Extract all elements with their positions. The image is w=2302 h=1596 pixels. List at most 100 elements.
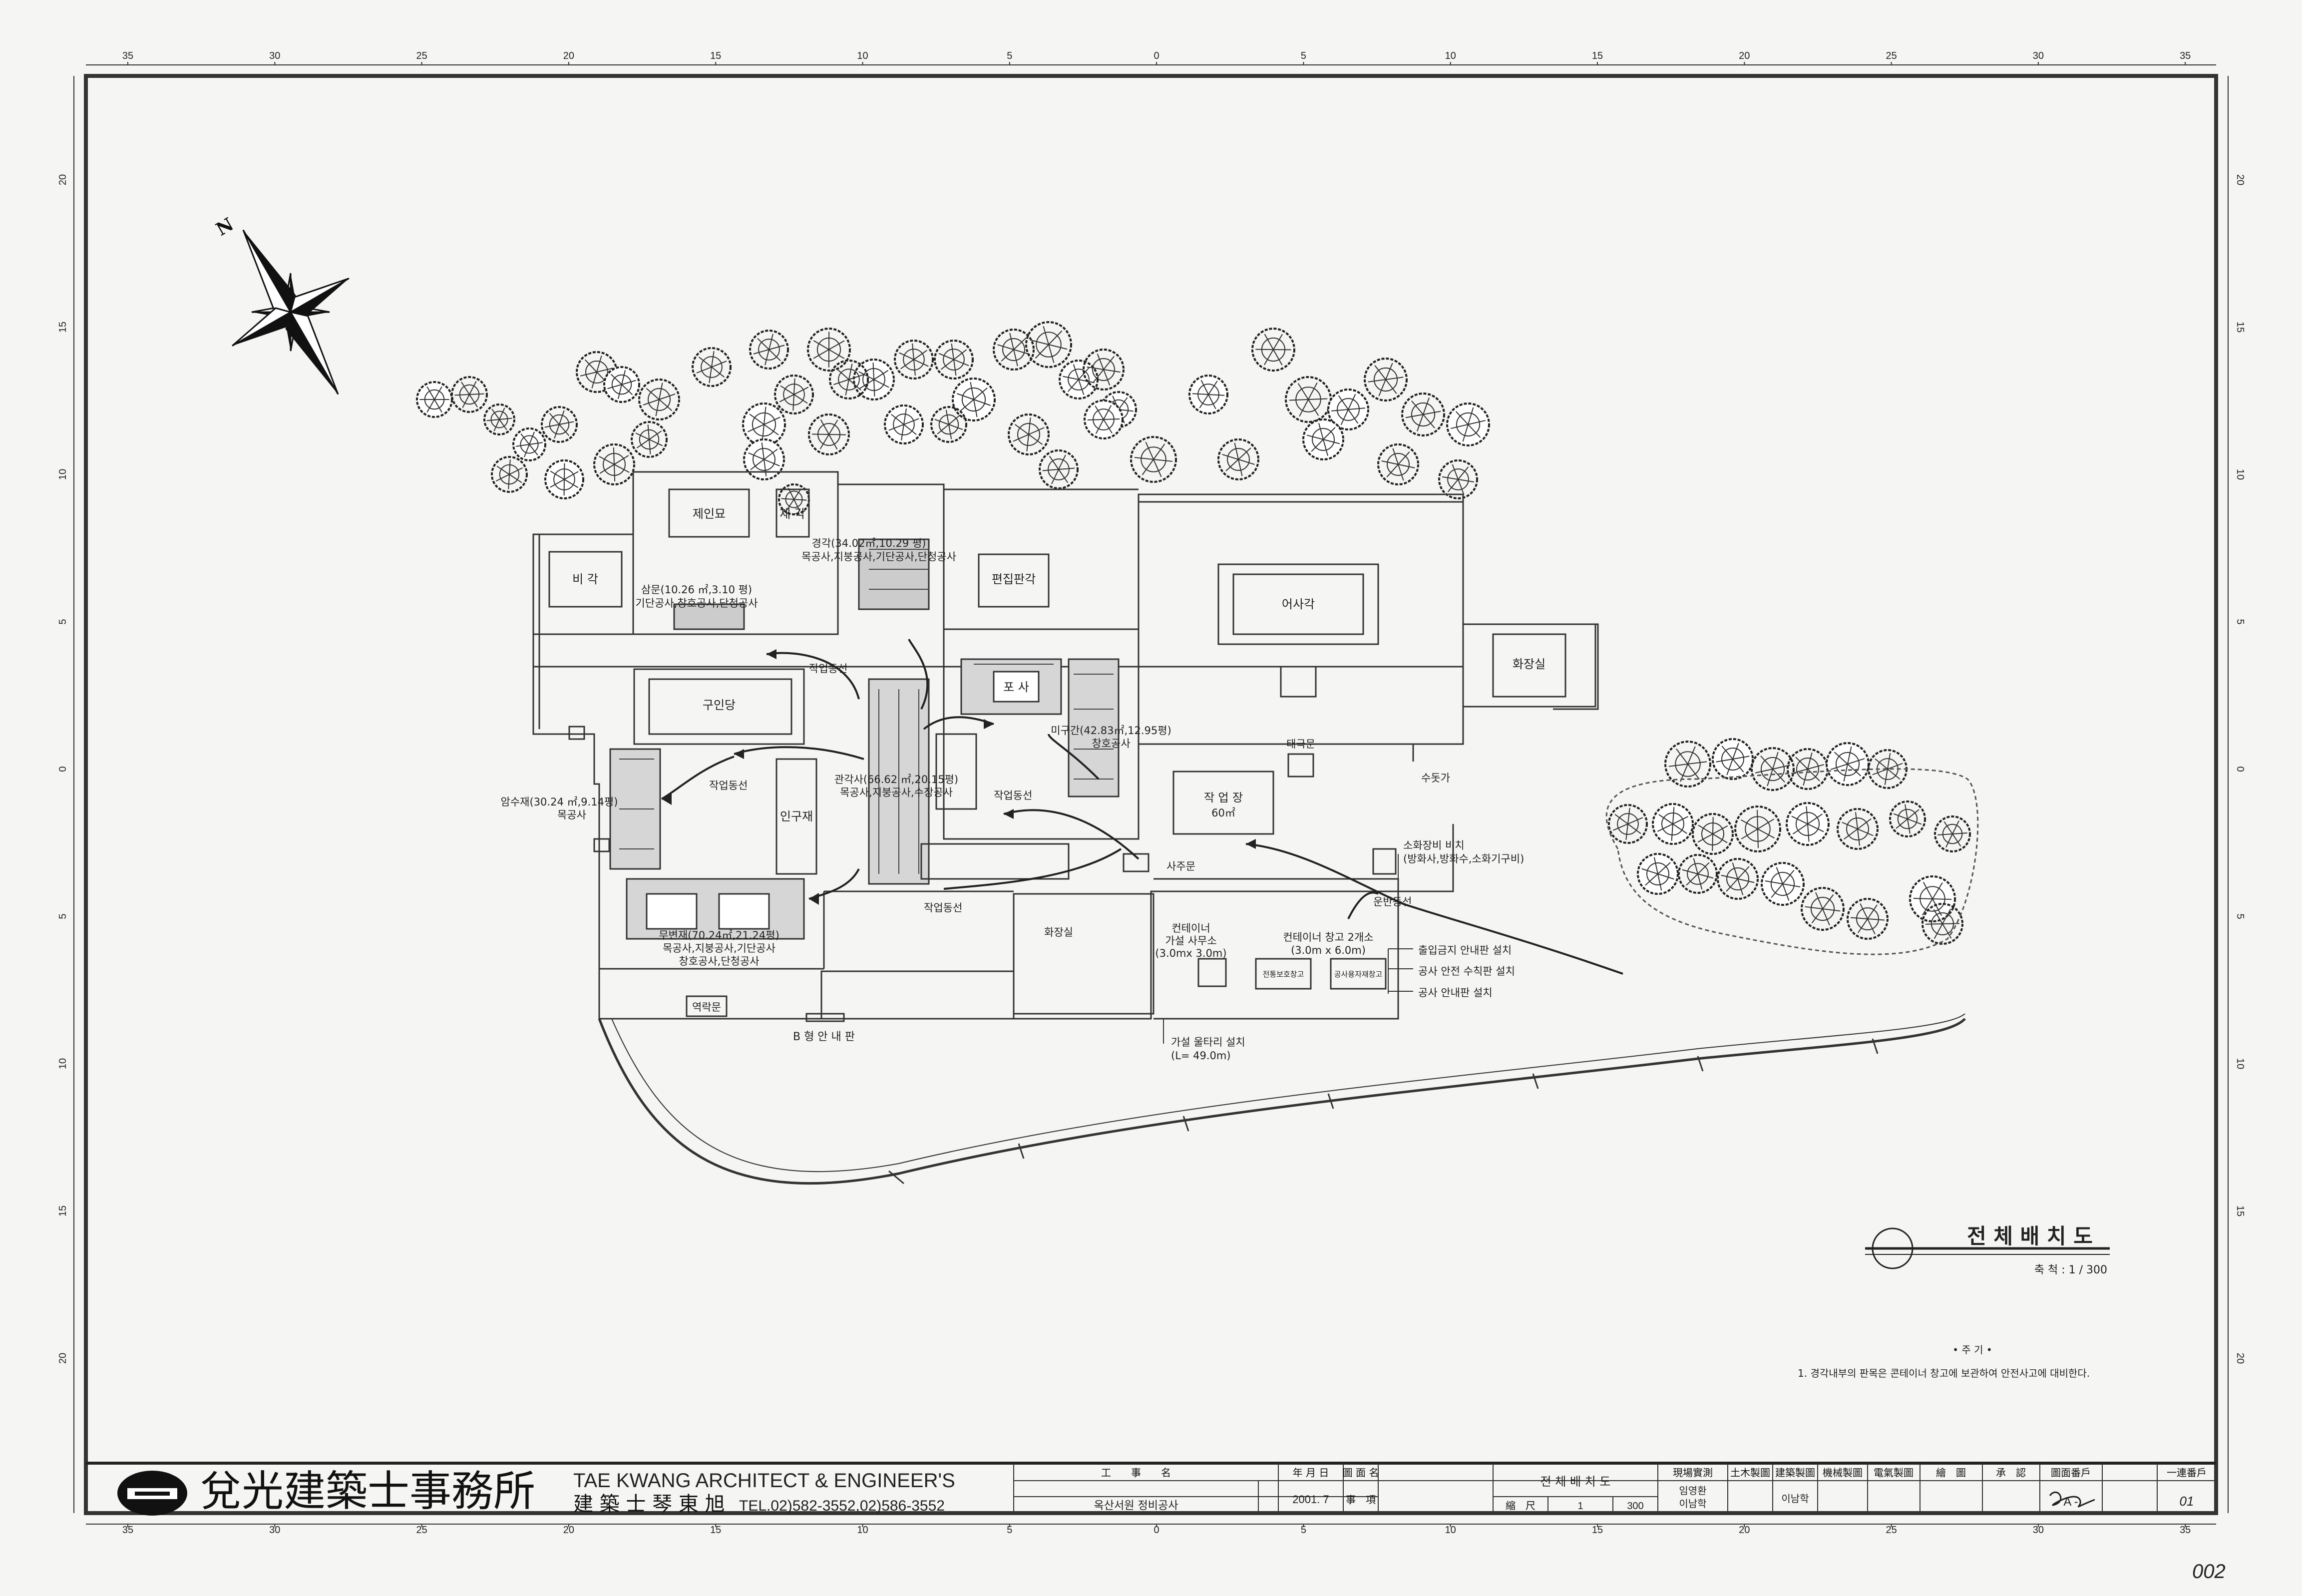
drawing-title: 전 체 배 치 도	[1967, 1224, 2093, 1248]
tree-icon	[603, 366, 640, 403]
grid-tick-label: 5	[1007, 50, 1012, 61]
tree-icon	[742, 402, 786, 446]
tree-icon	[1801, 887, 1845, 931]
grid-tick-label: 25	[1886, 50, 1897, 61]
grid-tick-label: 35	[122, 1525, 133, 1536]
grid-tick-label: 20	[563, 50, 574, 61]
th-arch: 建築製圖	[1775, 1467, 1815, 1479]
tree-icon	[1025, 321, 1072, 368]
th-scale: 縮 尺	[1506, 1500, 1535, 1512]
tree-icon	[1712, 738, 1754, 780]
tree-icon	[1692, 813, 1734, 855]
tree-icon	[1837, 808, 1879, 850]
tree-icon	[1188, 375, 1228, 414]
label-storage: 컨테이너 창고 2개소	[1283, 931, 1373, 943]
tree-icon	[512, 427, 546, 461]
th-mech: 機械製圖	[1823, 1467, 1863, 1479]
grid-tick-label: 5	[57, 913, 68, 919]
tree-icon	[1377, 443, 1419, 485]
grid-tick-label: 20	[1739, 1525, 1750, 1536]
label-gyeonggak: 경각(34.02㎡,10.29 평)	[812, 537, 926, 549]
tree-icon	[774, 375, 814, 414]
label-flow-2: 작업동선	[709, 780, 748, 792]
th-elec: 電氣製圖	[1874, 1467, 1914, 1479]
td-serial: 01	[2180, 1494, 2194, 1509]
tree-icon	[1059, 360, 1099, 399]
tree-icon	[1130, 436, 1177, 483]
label-sammun-work: 기단공사,창호공사,단청공사	[635, 597, 758, 609]
label-storage-1: 전통보호창고	[1263, 970, 1304, 979]
tree-icon	[1446, 402, 1490, 446]
notes-line-1: 1. 경각내부의 판목은 콘테이너 창고에 보관하여 안전사고에 대비한다.	[1798, 1367, 2090, 1379]
tree-icon	[1761, 862, 1805, 906]
grid-tick-label: 10	[57, 469, 68, 480]
tree-icon	[1909, 875, 1956, 922]
tree-icon	[1083, 349, 1125, 391]
firm-tel: TEL.02)582-3552,02)586-3552	[739, 1498, 945, 1514]
corner-stamp: 002	[2192, 1561, 2226, 1583]
tree-icon	[491, 456, 528, 493]
grid-tick-label: 5	[1301, 1525, 1306, 1536]
tree-symbols	[416, 321, 1979, 955]
grid-tick-label: 15	[2235, 322, 2246, 333]
notes: • 주 기 • 1. 경각내부의 판목은 콘테이너 창고에 보관하여 안전사고에…	[1798, 1344, 2090, 1379]
title-block: 兌光建築士事務所 TAE KWANG ARCHITECT & ENGINEER'…	[86, 1462, 2216, 1516]
tree-icon	[544, 459, 584, 499]
label-notice-3: 공사 안내판 설치	[1418, 987, 1493, 999]
tree-grove-outline	[1605, 768, 1979, 955]
grid-tick-label: 35	[2180, 1525, 2191, 1536]
tree-icon	[884, 404, 924, 444]
label-subyeonjae-work2: 창호공사,단청공사	[679, 955, 759, 967]
grid-tick-label: 10	[857, 50, 868, 61]
label-hwajangsil-2: 화장실	[1044, 926, 1073, 938]
td-drawing-name: 전 체 배 치 도	[1540, 1475, 1611, 1489]
label-sudotga: 수돗가	[1421, 772, 1450, 784]
tree-icon	[631, 421, 668, 458]
tree-icon	[1934, 815, 1971, 852]
label-jageopjang: 작 업 장	[1204, 792, 1243, 804]
label-subyeonjae: 무변재(70.24㎡,21.24평)	[659, 929, 779, 941]
label-gwangaksa-work: 목공사,지붕공사,수장공사	[840, 787, 953, 798]
tree-icon	[483, 403, 515, 435]
tree-icon	[1717, 858, 1759, 900]
th-civil: 土木製圖	[1730, 1467, 1770, 1479]
grid-tick-label: 10	[2235, 469, 2246, 480]
label-unban: 운반동선	[1373, 896, 1412, 908]
label-yeongnakmun: 역락문	[692, 1001, 721, 1013]
grid-tick-label: 20	[57, 174, 68, 185]
label-gyeonggak-work: 목공사,지붕공사,기단공사,단청공사	[801, 551, 956, 563]
grid-tick-label: 0	[2235, 766, 2246, 772]
tree-icon	[853, 359, 895, 400]
tree-icon	[993, 329, 1035, 371]
td-date: 2001. 7	[1292, 1493, 1329, 1506]
tree-icon	[451, 376, 488, 413]
grid-tick-label: 15	[710, 50, 721, 61]
tree-icon	[808, 413, 850, 455]
drawing-frame	[73, 64, 2229, 1525]
th-approve: 承 認	[1996, 1467, 2026, 1479]
grid-tick-label: 20	[57, 1353, 68, 1364]
firm-name-ko: 兌光建築士事務所	[200, 1467, 535, 1516]
grid-tick-label: 15	[57, 322, 68, 333]
label-bigak: 비 각	[572, 572, 598, 586]
label-jeinmyo: 제인묘	[693, 507, 726, 521]
label-sammun: 삼문(10.26 ㎡,3.10 평)	[641, 584, 752, 596]
grid-tick-label: 15	[1592, 1525, 1603, 1536]
label-fire-1: 소화장비 비치	[1403, 839, 1465, 851]
tree-icon	[1302, 418, 1344, 460]
grid-tick-label: 5	[1301, 50, 1306, 61]
tree-icon	[1826, 742, 1870, 786]
grid-tick-label: 5	[2235, 913, 2246, 919]
tree-icon	[1401, 393, 1445, 436]
label-eosagak: 어사각	[1282, 597, 1315, 611]
th-serial: 一連番戶	[2167, 1467, 2207, 1479]
grid-tick-label: 10	[1445, 1525, 1456, 1536]
label-amsujae-work: 목공사	[557, 809, 586, 821]
label-flow-1: 작업동선	[809, 663, 847, 675]
notes-title: • 주 기 •	[1952, 1344, 1992, 1356]
label-flow-4: 작업동선	[924, 902, 962, 914]
grid-tick-label: 25	[416, 50, 427, 61]
firm-logo	[117, 1471, 187, 1516]
grid-tick-label: 25	[416, 1525, 427, 1536]
